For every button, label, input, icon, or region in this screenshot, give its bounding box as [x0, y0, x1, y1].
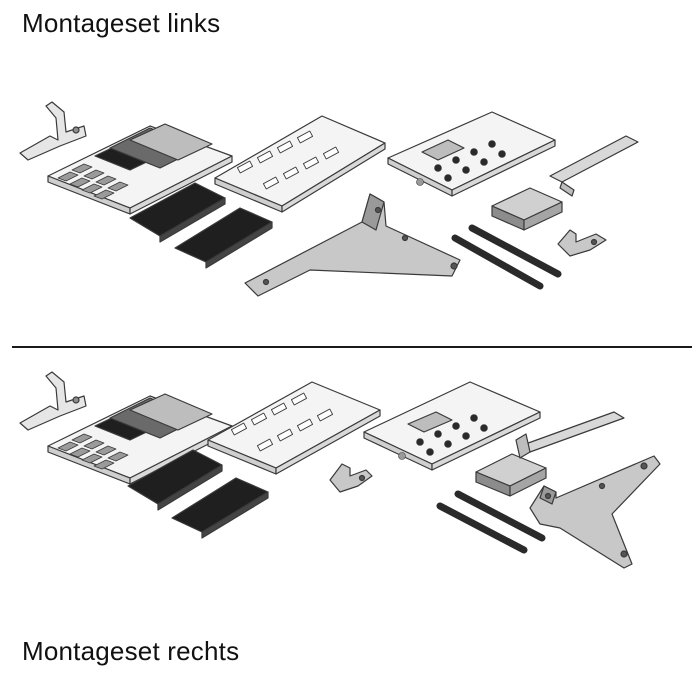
flat-bracket: [549, 135, 639, 197]
end-cap: [475, 453, 547, 497]
wedge-left-2: [174, 207, 273, 269]
mounting-clip: [329, 463, 373, 493]
assembly-kit-right: [19, 371, 661, 569]
rods: [451, 224, 562, 290]
title-left: Montageset links: [22, 8, 221, 38]
title-right: Montageset rechts: [22, 636, 240, 666]
end-cap: [491, 187, 563, 231]
triangular-bracket: [529, 455, 661, 569]
slotted-plate: [214, 115, 386, 213]
mounting-clip: [557, 229, 607, 257]
triangular-bracket: [244, 193, 461, 297]
shim-tray: [47, 123, 233, 215]
shim-tray: [47, 393, 233, 485]
small-angle-bracket: [19, 371, 87, 431]
flat-bracket: [515, 411, 625, 459]
screw-tray: [387, 111, 556, 197]
divider-line: [12, 346, 692, 348]
slotted-plate: [207, 381, 381, 475]
screw-tray: [363, 381, 541, 471]
wedge-right-1: [127, 449, 223, 511]
rods: [436, 490, 546, 554]
wedge-right-2: [171, 477, 269, 539]
wedge-left-1: [129, 182, 226, 243]
small-angle-bracket: [19, 101, 87, 161]
assembly-kit-left: [19, 101, 639, 297]
